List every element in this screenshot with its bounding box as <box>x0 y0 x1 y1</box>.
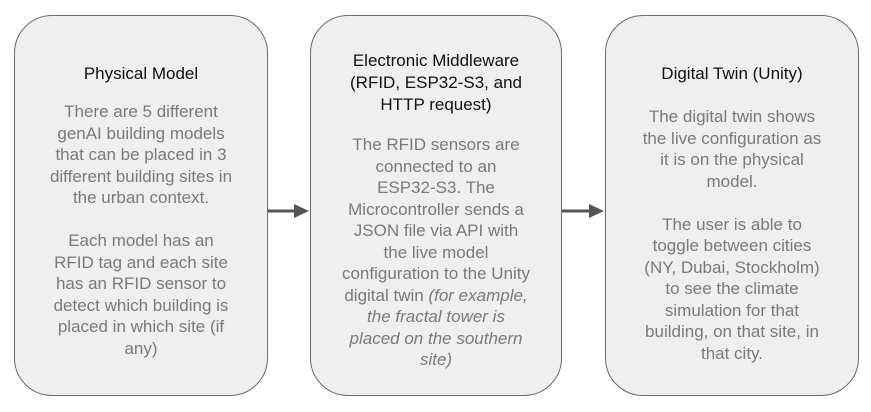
paragraph-gap <box>15 209 267 231</box>
italic-span: the fractal tower is <box>367 307 505 326</box>
arrow-head-icon <box>294 204 309 218</box>
text-line: The RFID sensors are <box>311 134 561 156</box>
text-span: connected to an <box>375 156 497 176</box>
text-line: JSON file via API with <box>311 220 561 242</box>
text-line: site) <box>311 349 561 371</box>
text-line: that can be placed in 3 <box>55 145 227 164</box>
text-line: building, on that site, in <box>645 322 819 341</box>
text-line: ESP32-S3. The <box>311 177 561 199</box>
arrow-head-icon <box>589 204 604 218</box>
text-line: the fractal tower is <box>311 306 561 328</box>
text-line: simulation for that <box>664 300 800 320</box>
title-line: (RFID, ESP32-S3, and <box>350 73 522 92</box>
text-span: ESP32-S3. The <box>377 178 495 197</box>
title-line: HTTP request) <box>380 95 492 114</box>
text-line: the live model <box>311 242 561 264</box>
text-span: JSON file via API with <box>353 221 519 240</box>
text-line: The digital twin shows <box>648 107 816 126</box>
paragraph: The digital twin shows the live configur… <box>606 106 858 192</box>
text-span: The RFID sensors are <box>352 135 520 154</box>
text-line: toggle between cities <box>652 236 812 255</box>
text-line: (NY, Dubai, Stockholm) <box>644 257 820 277</box>
digital-twin-box: Digital Twin (Unity) The digital twin sh… <box>605 15 859 396</box>
text-line: placed in which site (if <box>57 317 225 336</box>
paragraph: Each model has an RFID tag and each site… <box>15 230 267 359</box>
paragraph: There are 5 different genAI building mod… <box>15 101 267 209</box>
text-line: The user is able to <box>662 214 802 234</box>
text-line: that city. <box>700 343 764 363</box>
physical-model-box: Physical Model There are 5 different gen… <box>14 15 268 396</box>
electronic-middleware-description: The RFID sensors are connected to an ESP… <box>311 134 561 371</box>
text-line: RFID tag and each site <box>54 252 228 272</box>
arrow-physical-to-middleware <box>268 204 309 218</box>
text-line: There are 5 different <box>64 102 218 121</box>
title-line: Digital Twin (Unity) <box>661 64 803 83</box>
electronic-middleware-box: Electronic Middleware (RFID, ESP32-S3, a… <box>310 15 562 396</box>
digital-twin-title: Digital Twin (Unity) <box>606 63 858 85</box>
text-line: digital twin (for example, <box>311 285 561 307</box>
electronic-middleware-title: Electronic Middleware (RFID, ESP32-S3, a… <box>311 50 561 116</box>
text-line: Each model has an <box>68 231 214 250</box>
italic-span: site) <box>419 350 453 369</box>
text-line: Microcontroller sends a <box>311 199 561 221</box>
text-span: Microcontroller sends a <box>348 199 524 219</box>
physical-model-description: There are 5 different genAI building mod… <box>15 101 267 359</box>
text-line: has an RFID sensor to <box>55 274 227 293</box>
text-line: placed on the southern <box>311 328 561 350</box>
text-span: the live model <box>383 242 489 262</box>
title-line: Physical Model <box>83 64 199 83</box>
text-line: connected to an <box>311 156 561 178</box>
text-line: any) <box>124 338 158 358</box>
text-line: it is on the physical <box>660 150 804 169</box>
text-span: configuration to the Unity <box>341 264 531 283</box>
text-line: detect which building is <box>53 295 229 315</box>
text-line: to see the climate <box>665 279 799 298</box>
physical-model-title: Physical Model <box>15 63 267 85</box>
text-line: different building sites in <box>49 166 233 186</box>
text-line: genAI building models <box>57 123 225 143</box>
text-line: the urban context. <box>72 188 210 207</box>
paragraph-gap <box>606 192 858 214</box>
italic-span: (for example, <box>428 285 528 305</box>
digital-twin-description: The digital twin shows the live configur… <box>606 106 858 364</box>
paragraph: The user is able to toggle between citie… <box>606 214 858 365</box>
text-span: digital twin <box>344 285 429 305</box>
text-line: configuration to the Unity <box>311 263 561 285</box>
text-line: model. <box>706 171 758 191</box>
title-line: Electronic Middleware <box>352 51 520 70</box>
italic-span: placed on the southern <box>349 328 523 348</box>
text-line: the live configuration as <box>642 128 822 148</box>
arrow-middleware-to-digital-twin <box>562 204 604 218</box>
